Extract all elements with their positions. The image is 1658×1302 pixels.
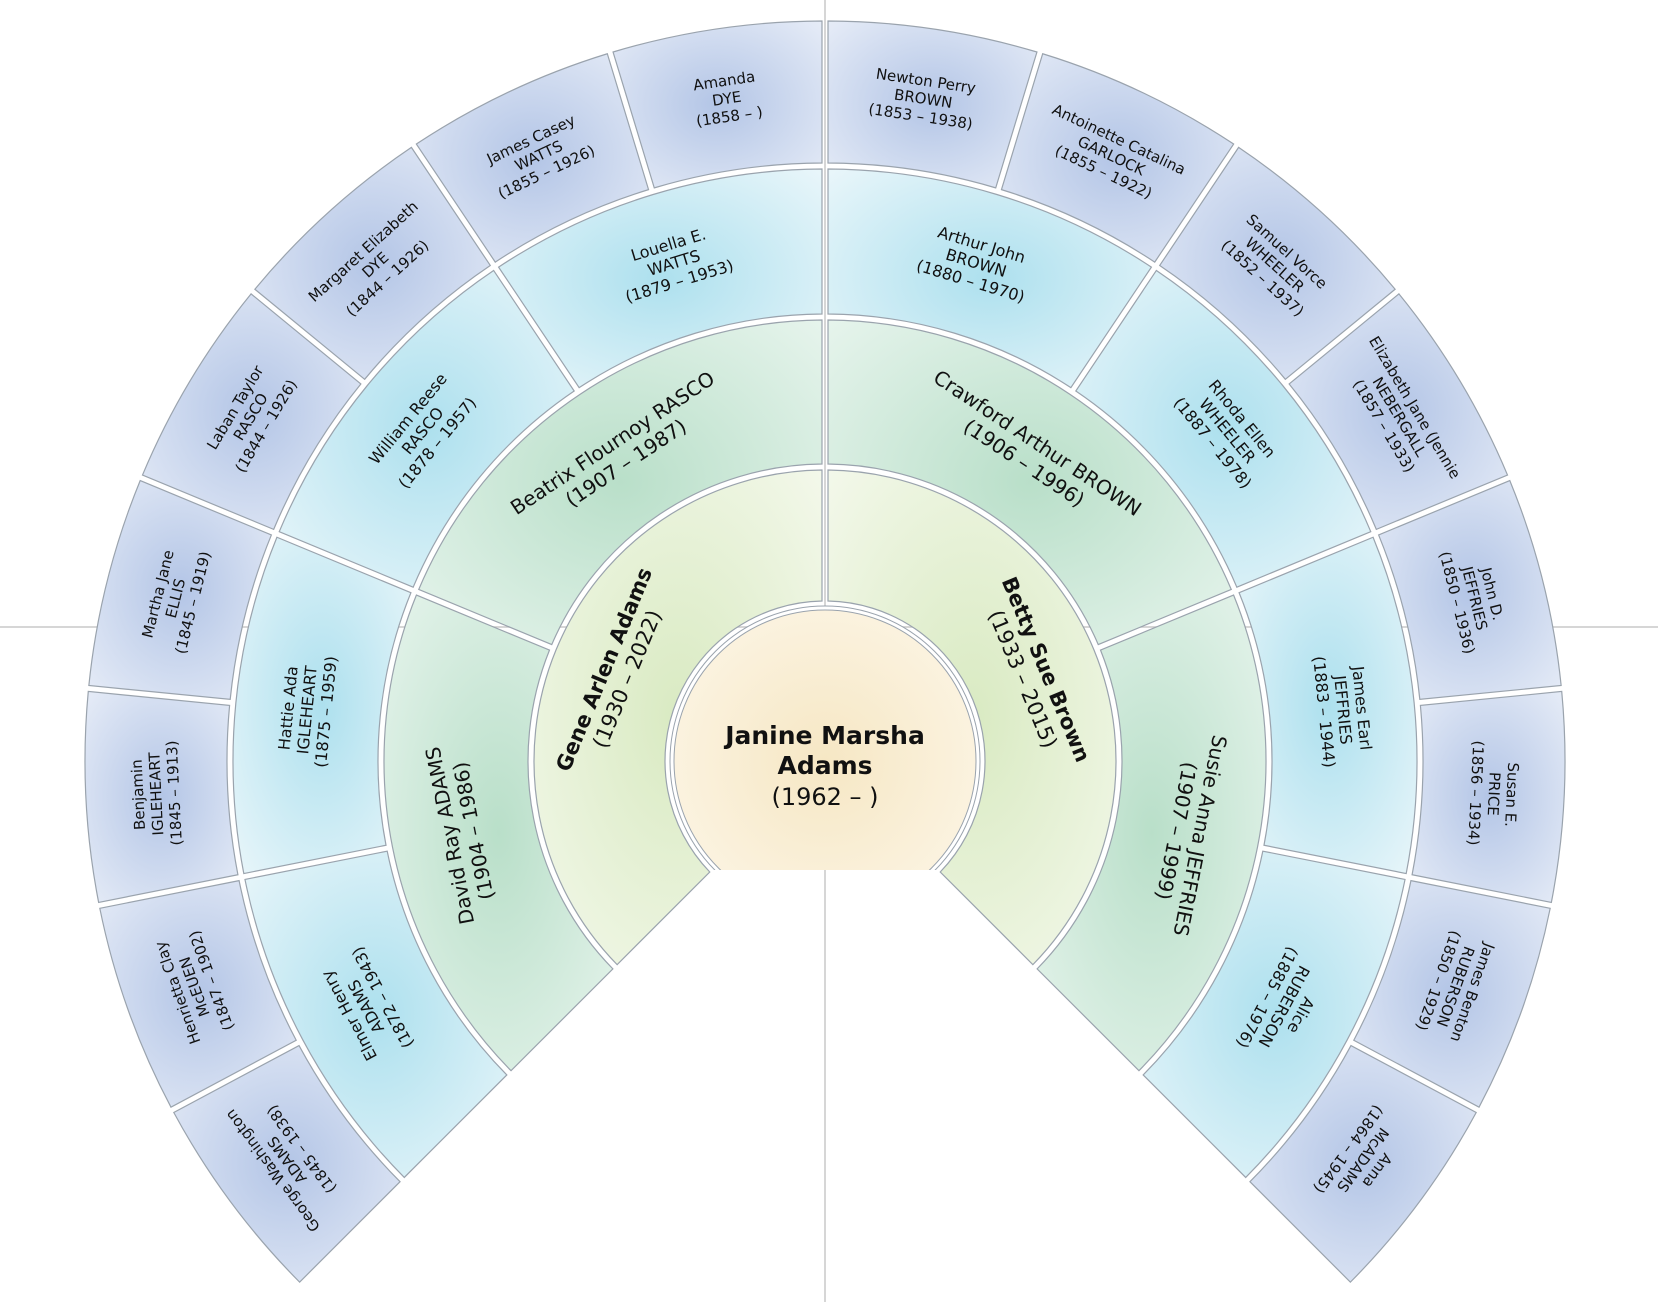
segment-shape[interactable] <box>415 52 650 263</box>
segment-shape[interactable] <box>1238 536 1418 875</box>
segment-shape[interactable] <box>244 850 508 1179</box>
segment-shape[interactable] <box>1036 594 1267 1072</box>
segment-shape[interactable] <box>827 20 1038 189</box>
segment-shape[interactable] <box>99 879 298 1108</box>
segment-shape[interactable] <box>1288 293 1509 531</box>
segment-shape[interactable] <box>172 1044 401 1283</box>
segment-shape[interactable] <box>1142 850 1406 1179</box>
segment-shape[interactable] <box>827 469 1117 966</box>
segment-shape[interactable] <box>533 469 823 966</box>
segment-shape[interactable] <box>84 690 239 904</box>
segment-shape[interactable] <box>827 168 1153 389</box>
person-segment[interactable]: Susan E.PRICE(1856 – 1934) <box>1411 690 1566 904</box>
segment-shape[interactable] <box>254 146 492 381</box>
segment-shape[interactable] <box>1352 879 1551 1108</box>
segment-shape[interactable] <box>88 479 273 701</box>
segment-shape[interactable] <box>417 319 823 646</box>
segment-shape[interactable] <box>1075 269 1372 588</box>
segment-shape[interactable] <box>1377 479 1562 701</box>
segment-shape[interactable] <box>232 536 412 875</box>
root-person[interactable]: Janine Marsha Adams (1962 – ) <box>669 605 981 914</box>
segment-shape[interactable] <box>141 293 362 531</box>
segment-shape[interactable] <box>1158 146 1396 381</box>
root-person-ring <box>670 606 980 870</box>
segment-shape[interactable] <box>278 269 576 588</box>
root-person-circle[interactable] <box>669 605 981 914</box>
segment-shape[interactable] <box>383 594 614 1072</box>
segment-shape[interactable] <box>612 20 823 189</box>
segment-shape[interactable] <box>1000 52 1235 263</box>
segment-shape[interactable] <box>1411 690 1566 904</box>
segment-shape[interactable] <box>1249 1044 1478 1283</box>
segment-shape[interactable] <box>497 168 823 389</box>
segment-shape[interactable] <box>827 319 1233 646</box>
